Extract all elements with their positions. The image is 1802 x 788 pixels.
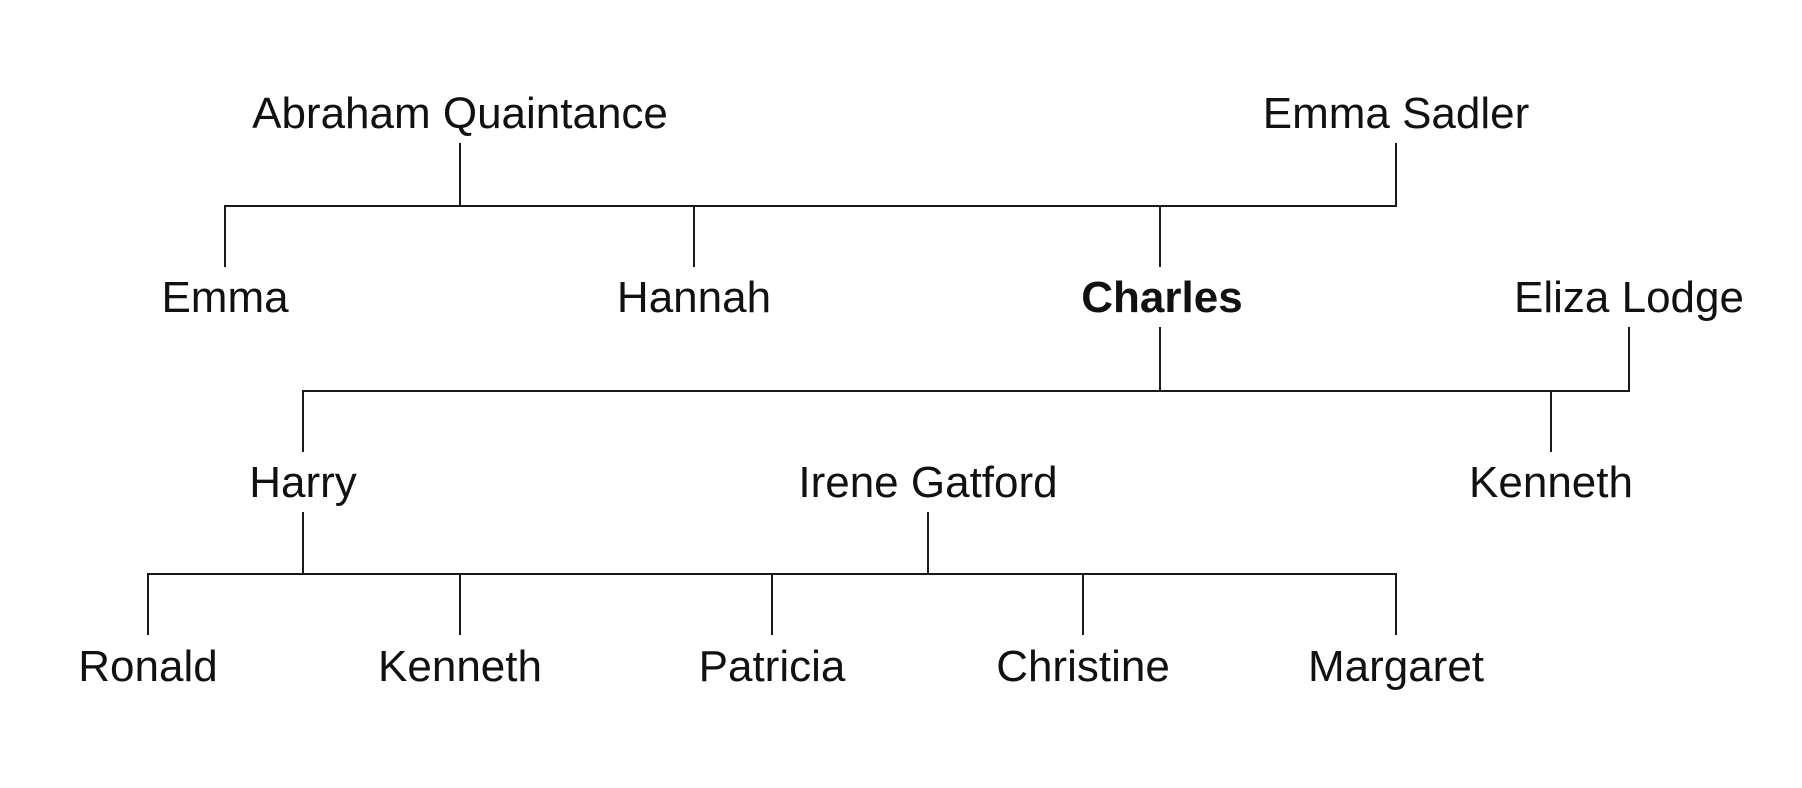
person-kenneth-grandson: Kenneth bbox=[378, 642, 542, 691]
person-irene-gatford: Irene Gatford bbox=[798, 458, 1057, 507]
person-emma: Emma bbox=[161, 273, 289, 322]
person-christine: Christine bbox=[996, 642, 1170, 691]
person-kenneth-son: Kenneth bbox=[1469, 458, 1633, 507]
person-abraham-quaintance: Abraham Quaintance bbox=[252, 89, 668, 138]
person-ronald: Ronald bbox=[78, 642, 217, 691]
person-hannah: Hannah bbox=[617, 273, 771, 322]
person-harry: Harry bbox=[249, 458, 357, 507]
person-charles: Charles bbox=[1081, 273, 1242, 322]
person-eliza-lodge: Eliza Lodge bbox=[1514, 273, 1744, 322]
person-patricia: Patricia bbox=[699, 642, 846, 691]
person-emma-sadler: Emma Sadler bbox=[1263, 89, 1530, 138]
person-margaret: Margaret bbox=[1308, 642, 1484, 691]
